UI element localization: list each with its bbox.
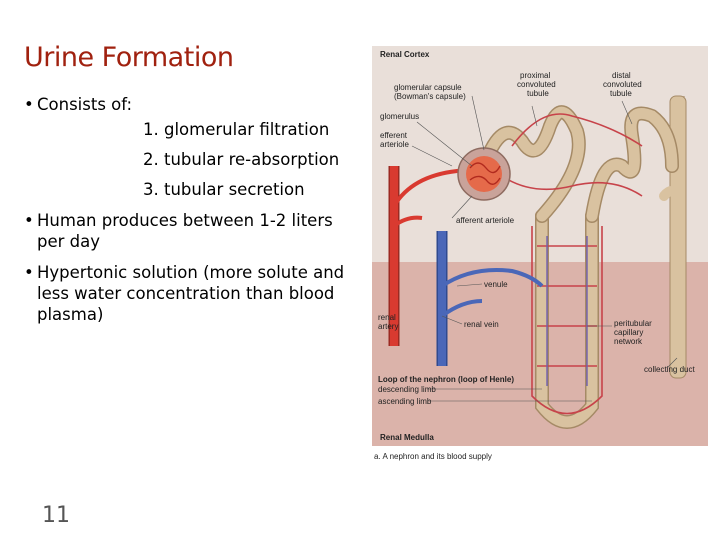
label-descending-limb: descending limb [378, 385, 436, 394]
slide-content: Consists of: 1. glomerular filtration 2.… [24, 94, 359, 335]
region-label-medulla: Renal Medulla [380, 433, 434, 442]
label-distal-1: distal [612, 71, 631, 80]
label-efferent-2: arteriole [380, 140, 409, 149]
list-item: 2. tubular re-absorption [143, 150, 340, 169]
label-renal-artery-2: artery [378, 322, 398, 331]
bullet-text: Consists of: [37, 95, 133, 114]
glomerulus [466, 156, 502, 192]
label-glomerular-capsule: glomerular capsule [394, 83, 462, 92]
label-proximal-3: tubule [527, 89, 549, 98]
label-peritubular-1: peritubular [614, 319, 652, 328]
label-venule: venule [484, 280, 508, 289]
region-label-cortex: Renal Cortex [380, 50, 430, 59]
slide-number: 11 [42, 503, 70, 528]
label-proximal-2: convoluted [517, 80, 556, 89]
label-renal-vein: renal vein [464, 320, 499, 329]
process-list: 1. glomerular filtration 2. tubular re-a… [37, 119, 359, 200]
bullet-volume: Human produces between 1-2 liters per da… [24, 210, 359, 252]
label-proximal-1: proximal [520, 71, 550, 80]
list-item: 3. tubular secretion [143, 180, 305, 199]
bullet-consists: Consists of: 1. glomerular filtration 2.… [24, 94, 359, 200]
bullet-hypertonic: Hypertonic solution (more solute and les… [24, 262, 359, 325]
label-glomerulus: glomerulus [380, 112, 419, 121]
label-loop-of-henle: Loop of the nephron (loop of Henle) [378, 375, 514, 384]
nephron-figure: Renal Cortex Renal Medulla glomerular ca… [372, 46, 708, 462]
proximal-tubule [478, 106, 585, 222]
label-afferent-arteriole: afferent arteriole [456, 216, 515, 225]
list-item: 1. glomerular filtration [143, 120, 330, 139]
label-peritubular-2: capillary [614, 328, 643, 337]
figure-caption: a. A nephron and its blood supply [374, 452, 492, 461]
peritubular-network [501, 113, 643, 415]
label-peritubular-3: network [614, 337, 643, 346]
label-efferent-1: efferent [380, 131, 408, 140]
label-renal-artery-1: renal [378, 313, 396, 322]
distal-tubule [586, 108, 678, 222]
label-distal-2: convoluted [603, 80, 642, 89]
label-distal-3: tubule [610, 89, 632, 98]
nephron-illustration: Renal Cortex Renal Medulla glomerular ca… [372, 46, 708, 462]
label-ascending-limb: ascending limb [378, 397, 432, 406]
slide-title: Urine Formation [24, 42, 234, 73]
label-bowmans-capsule: (Bowman's capsule) [394, 92, 466, 101]
label-collecting-duct: collecting duct [644, 365, 695, 374]
loop-of-henle [536, 210, 598, 428]
